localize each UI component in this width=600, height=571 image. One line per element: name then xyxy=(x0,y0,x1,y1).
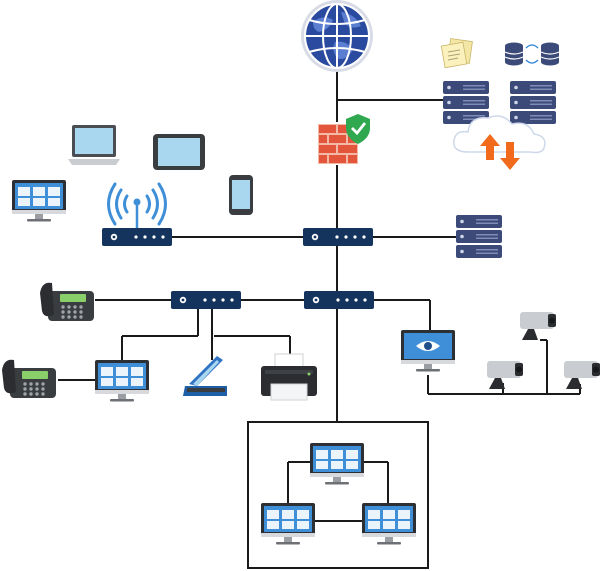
database-icon xyxy=(504,42,560,66)
connection-lines xyxy=(58,68,581,569)
workstation-monitor xyxy=(12,180,66,222)
cloud-icon xyxy=(453,115,546,154)
core-switch xyxy=(303,228,373,246)
security-camera-icon xyxy=(487,361,523,389)
workstation-monitor xyxy=(310,443,364,485)
laptop-icon xyxy=(68,125,120,165)
smartphone-icon xyxy=(229,175,253,215)
wifi-router-icon xyxy=(102,182,172,246)
document-icon xyxy=(440,38,473,69)
upload-download-arrows-icon xyxy=(480,134,520,170)
distribution-switch xyxy=(304,291,374,309)
globe-icon xyxy=(301,0,373,72)
desk-phone-icon xyxy=(40,282,94,321)
eye-icon xyxy=(416,341,440,351)
shield-check-icon xyxy=(346,114,370,144)
firewall-icon xyxy=(318,124,358,164)
tablet-icon xyxy=(153,134,205,170)
security-camera-icon xyxy=(564,361,600,389)
security-camera-icon xyxy=(520,312,556,340)
scanner-icon xyxy=(183,356,227,396)
server-icon xyxy=(456,215,502,258)
access-switch xyxy=(171,291,241,309)
desk-phone-icon xyxy=(2,359,56,398)
workstation-monitor xyxy=(261,503,315,545)
printer-icon xyxy=(261,353,317,401)
workstation-monitor xyxy=(362,503,416,545)
workstation-monitor xyxy=(95,360,149,402)
